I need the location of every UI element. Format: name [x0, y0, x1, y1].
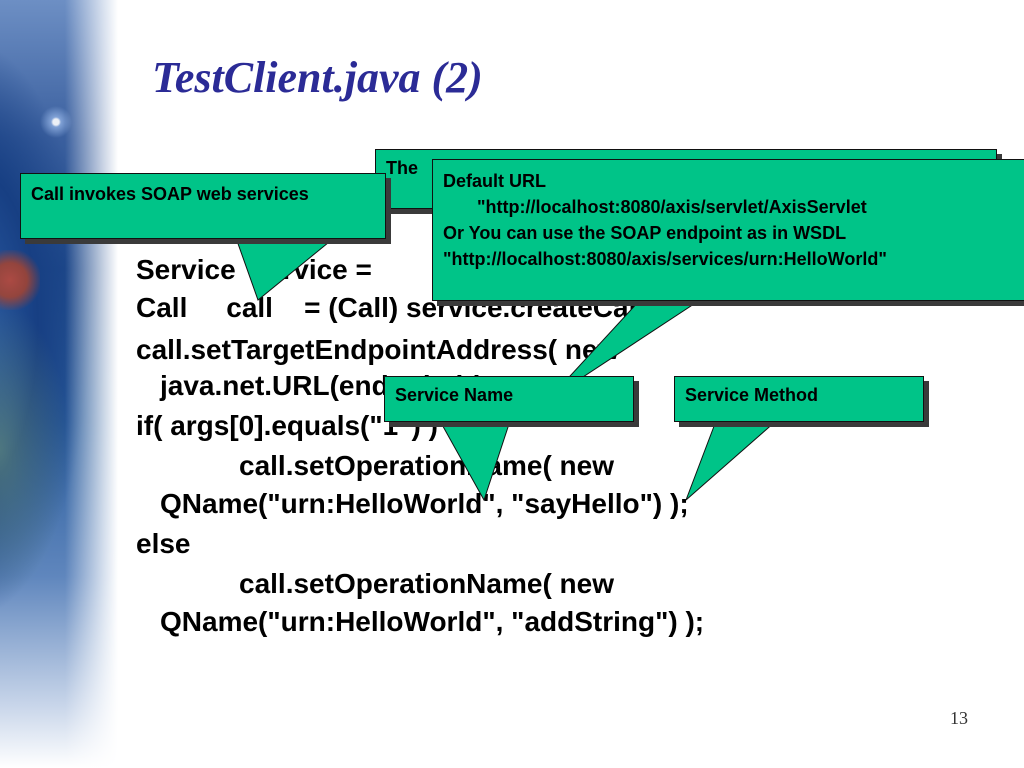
page-number: 13	[950, 708, 968, 728]
soap-callout: Call invokes SOAP web services	[20, 173, 386, 239]
callout-line: "http://localhost:8080/axis/servlet/Axis…	[477, 197, 867, 217]
code-line: call.setOperationName( new	[239, 568, 615, 599]
service-method-callout: Service Method	[674, 376, 924, 422]
code-line: Service service =	[136, 254, 380, 285]
callout-line: "http://localhost:8080/axis/services/urn…	[443, 249, 887, 269]
slide-title: TestClient.java (2)	[152, 53, 483, 102]
code-line: QName("urn:HelloWorld", "addString") );	[160, 606, 705, 637]
service-method-text: Service Method	[685, 385, 819, 405]
endpoint-url-callout: Default URL "http://localhost:8080/axis/…	[432, 159, 1024, 301]
decoration-fade	[0, 0, 118, 768]
code-line: call.setOperationName( new	[239, 450, 615, 481]
service-name-text: Service Name	[395, 385, 514, 405]
endpoint-callout-back-text: The	[386, 158, 419, 178]
service-name-callout: Service Name	[384, 376, 634, 422]
service-method-callout-tail	[685, 420, 778, 501]
callout-line: Or You can use the SOAP endpoint as in W…	[443, 223, 847, 243]
code-line: call.setTargetEndpointAddress( new	[136, 334, 620, 365]
callout-line: Default URL	[443, 171, 546, 191]
code-line: QName("urn:HelloWorld", "sayHello") );	[160, 488, 689, 519]
code-line: if( args[0].equals("1") )	[136, 410, 438, 441]
soap-callout-text: Call invokes SOAP web services	[31, 184, 309, 204]
code-line: else	[136, 528, 191, 559]
